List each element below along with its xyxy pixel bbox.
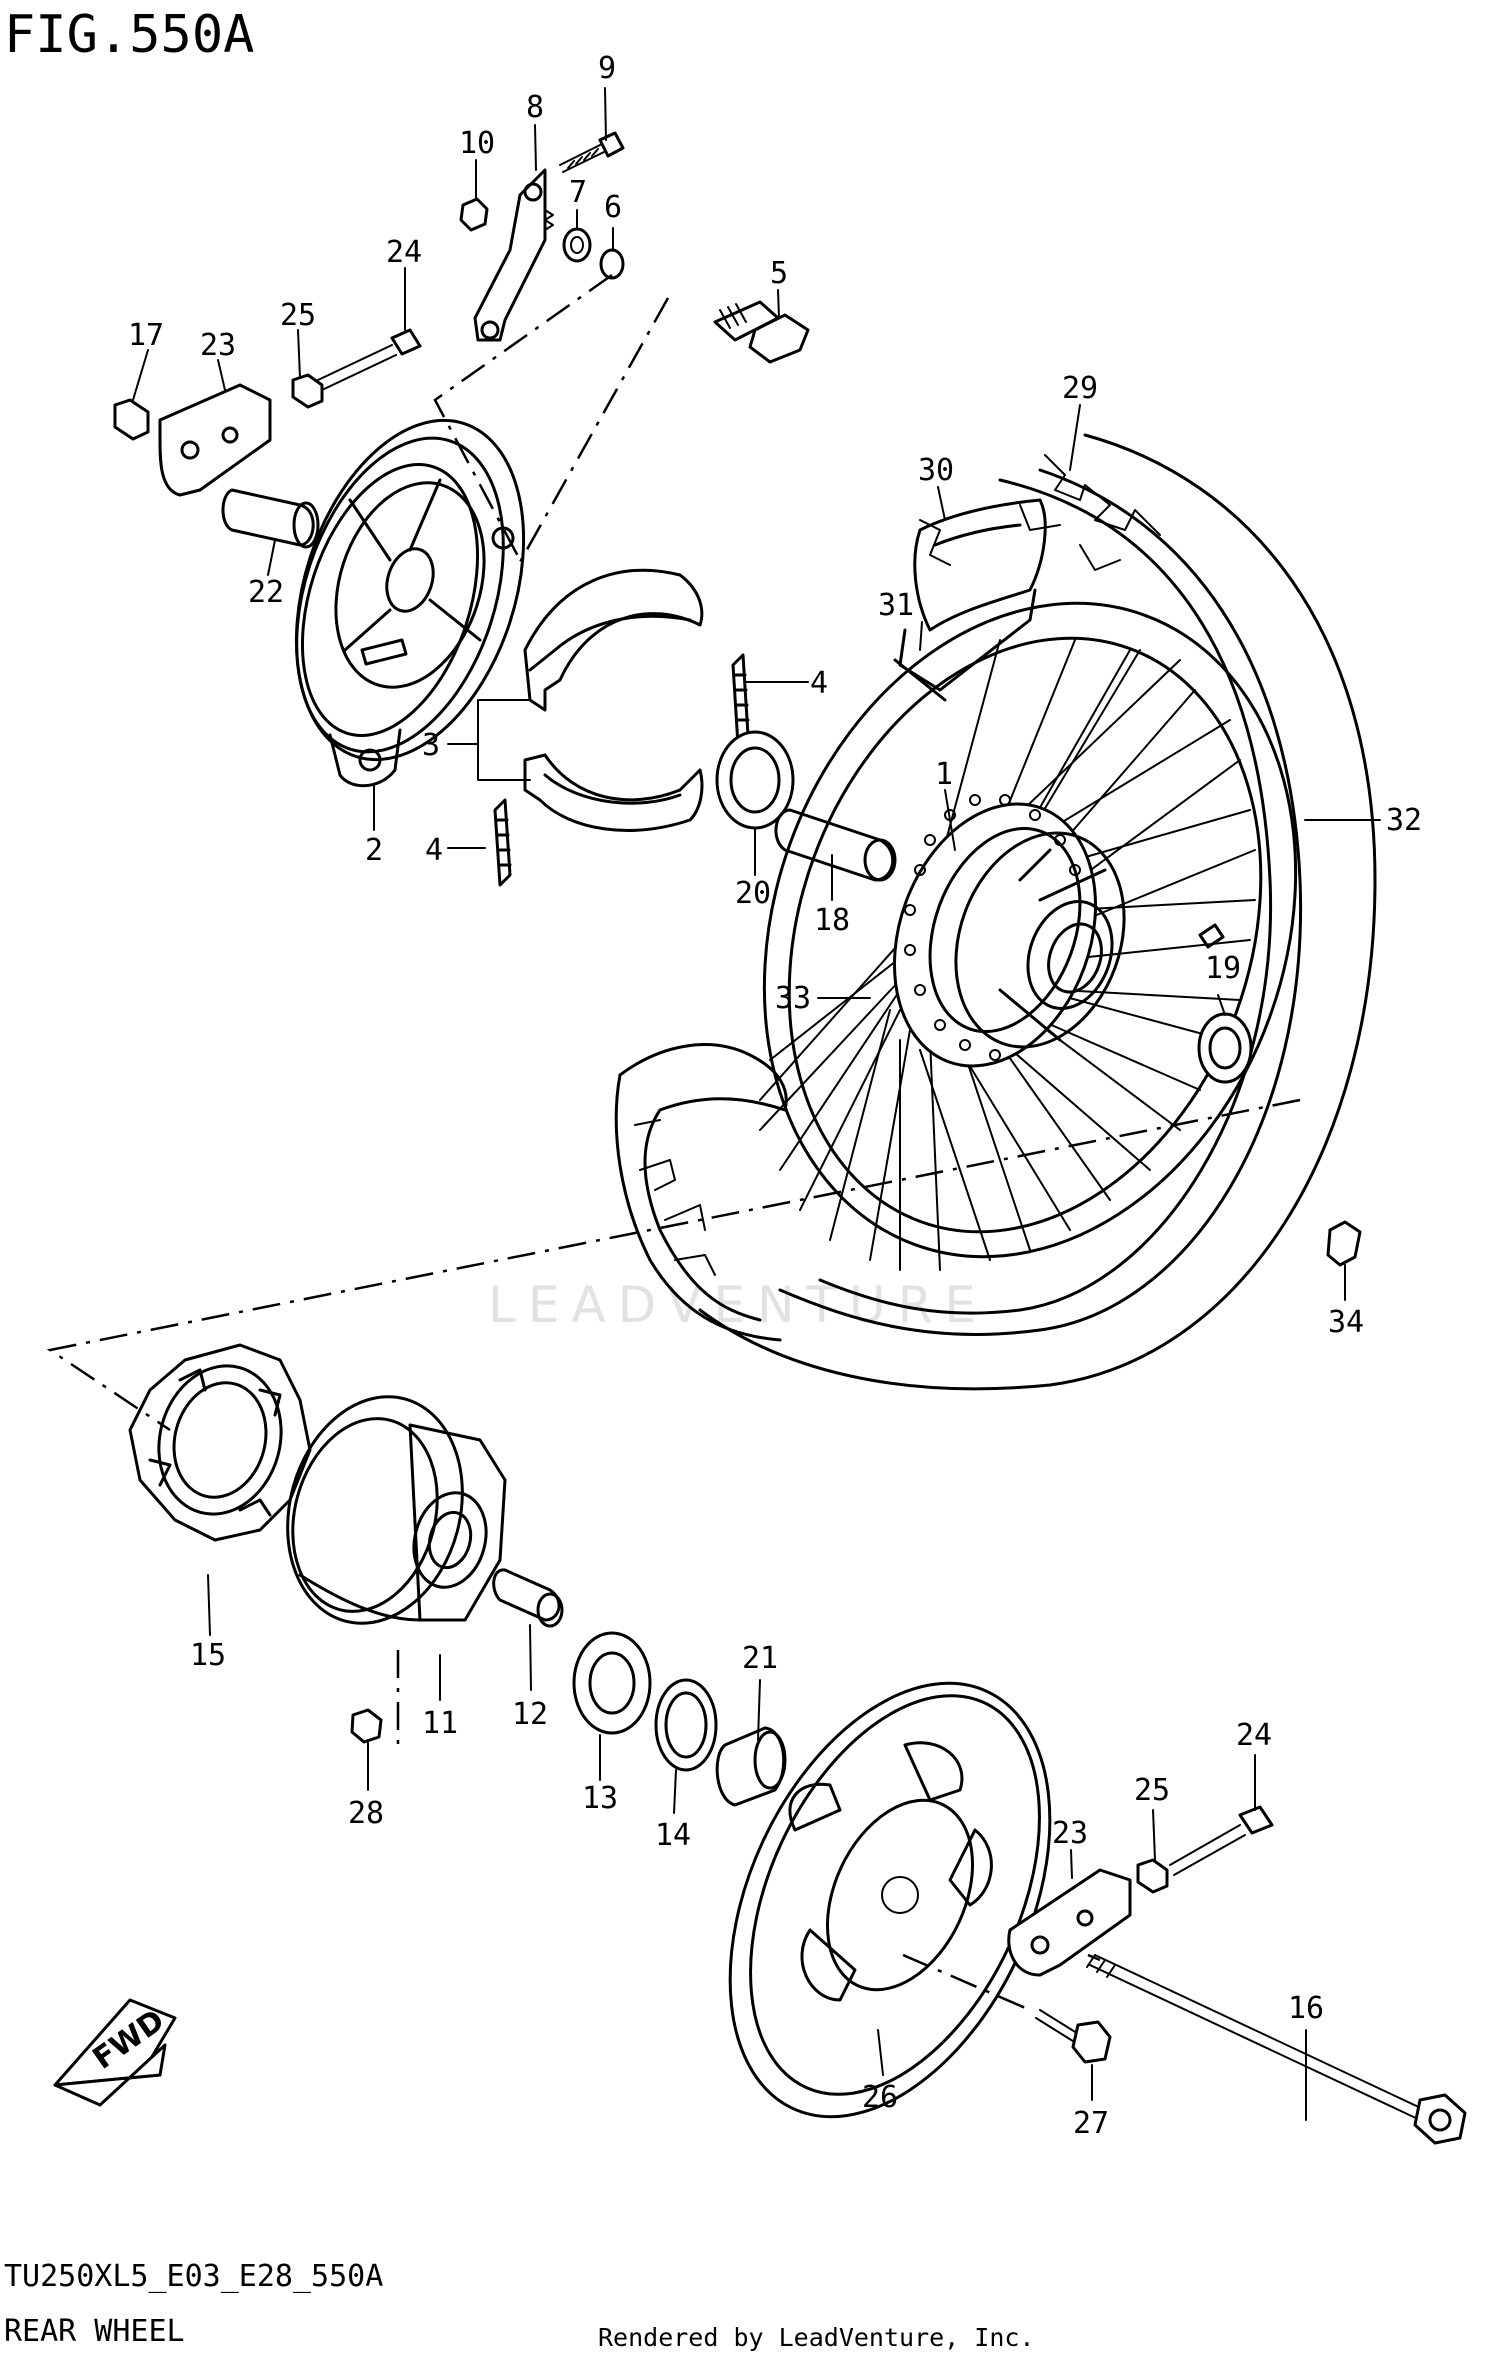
adjuster-bolt-left <box>317 344 397 391</box>
callout-numbers: 9 8 10 7 6 5 24 17 23 25 22 29 30 31 4 3… <box>128 51 1422 2141</box>
callout-25-lower: 25 <box>1134 1773 1170 1808</box>
adjuster-bolt-right <box>1169 1824 1246 1876</box>
callout-12: 12 <box>512 1697 548 1732</box>
callout-3: 3 <box>422 728 440 763</box>
spacer-18 <box>774 808 895 882</box>
spacer-21 <box>715 1726 786 1807</box>
callout-24-lower: 24 <box>1236 1718 1272 1753</box>
chain-adjuster-right <box>1007 1868 1132 1977</box>
hub-damper <box>128 1343 312 1542</box>
callout-4-lower: 4 <box>425 833 443 868</box>
callout-14: 14 <box>655 1818 691 1853</box>
o-ring <box>599 248 625 280</box>
rim-outer <box>762 601 1298 1259</box>
callout-34: 34 <box>1328 1305 1364 1340</box>
callout-22: 22 <box>248 575 284 610</box>
rear-wheel-assembly <box>614 433 1377 1391</box>
adjuster-nut-right <box>1136 1858 1169 1894</box>
left-axle-parts <box>113 328 422 549</box>
drum-spacers-bearing-seal <box>350 1568 787 1807</box>
callout-24-upper: 24 <box>386 235 422 270</box>
callout-11: 11 <box>422 1706 458 1741</box>
callout-9: 9 <box>598 51 616 86</box>
valve-cap <box>1326 1220 1362 1267</box>
section-name: REAR WHEEL <box>4 2314 185 2349</box>
forward-direction-badge: FWD <box>53 1998 177 2107</box>
callout-19: 19 <box>1205 951 1241 986</box>
callout-29: 29 <box>1062 371 1098 406</box>
callout-18: 18 <box>814 903 850 938</box>
hub-bearings-spacers <box>715 730 1362 1267</box>
callout-23-lower: 23 <box>1052 1816 1088 1851</box>
chain-adjuster-left <box>158 383 272 497</box>
sprocket-bolt-27 <box>1035 2009 1081 2044</box>
brake-camshaft <box>713 300 810 364</box>
callout-10: 10 <box>459 126 495 161</box>
lever-bolt <box>559 131 625 173</box>
watermark-text: LEADVENTURE <box>488 1276 988 1334</box>
bearing-20 <box>715 730 795 830</box>
spokes <box>759 639 1256 1271</box>
adjuster-nut-left <box>291 373 324 409</box>
callout-25-upper: 25 <box>280 298 316 333</box>
inner-tube-section <box>913 498 1047 632</box>
brake-spring-upper <box>731 653 750 747</box>
model-code: TU250XL5_E03_E28_550A <box>4 2259 383 2294</box>
tire-tread-top <box>919 454 1161 571</box>
callout-23-upper: 23 <box>200 328 236 363</box>
callout-6: 6 <box>604 190 622 225</box>
callout-28: 28 <box>348 1796 384 1831</box>
lever-nut <box>459 197 489 232</box>
callout-1: 1 <box>935 757 953 792</box>
drum-nut-28 <box>350 1708 383 1744</box>
callout-30: 30 <box>918 453 954 488</box>
callout-32: 32 <box>1386 803 1422 838</box>
axle-spacer-left <box>221 488 315 547</box>
figure-title: FIG.550A <box>4 5 254 65</box>
brake-panel <box>294 418 526 788</box>
bearing-13 <box>572 1631 652 1735</box>
axle-nut <box>113 398 150 441</box>
callout-7: 7 <box>569 175 587 210</box>
callout-20: 20 <box>735 876 771 911</box>
brake-spring-lower <box>493 798 512 887</box>
callout-13: 13 <box>582 1781 618 1816</box>
leader-lines <box>132 87 1381 2121</box>
rear-axle <box>1089 1954 1426 2121</box>
hub-spoke-holes <box>904 794 1081 1061</box>
callout-21: 21 <box>742 1641 778 1676</box>
callout-27: 27 <box>1073 2106 1109 2141</box>
callout-2: 2 <box>365 833 383 868</box>
brake-cam-lever <box>473 168 554 342</box>
callout-8: 8 <box>526 90 544 125</box>
washer <box>562 227 592 263</box>
callout-16: 16 <box>1288 1991 1324 2026</box>
callout-33: 33 <box>775 981 811 1016</box>
callout-4-upper: 4 <box>810 666 828 701</box>
callout-5: 5 <box>770 256 788 291</box>
callout-15: 15 <box>190 1638 226 1673</box>
brake-shoes <box>523 568 704 832</box>
right-axle-parts <box>1007 1805 1467 2145</box>
render-credit: Rendered by LeadVenture, Inc. <box>598 2323 1035 2352</box>
callout-31: 31 <box>878 588 914 623</box>
sprocket-drum <box>286 1395 507 1625</box>
tire-outline <box>698 433 1377 1391</box>
rim-band <box>898 588 1037 692</box>
callout-17: 17 <box>128 318 164 353</box>
callout-26: 26 <box>862 2080 898 2115</box>
bearing-19 <box>1197 1012 1253 1084</box>
